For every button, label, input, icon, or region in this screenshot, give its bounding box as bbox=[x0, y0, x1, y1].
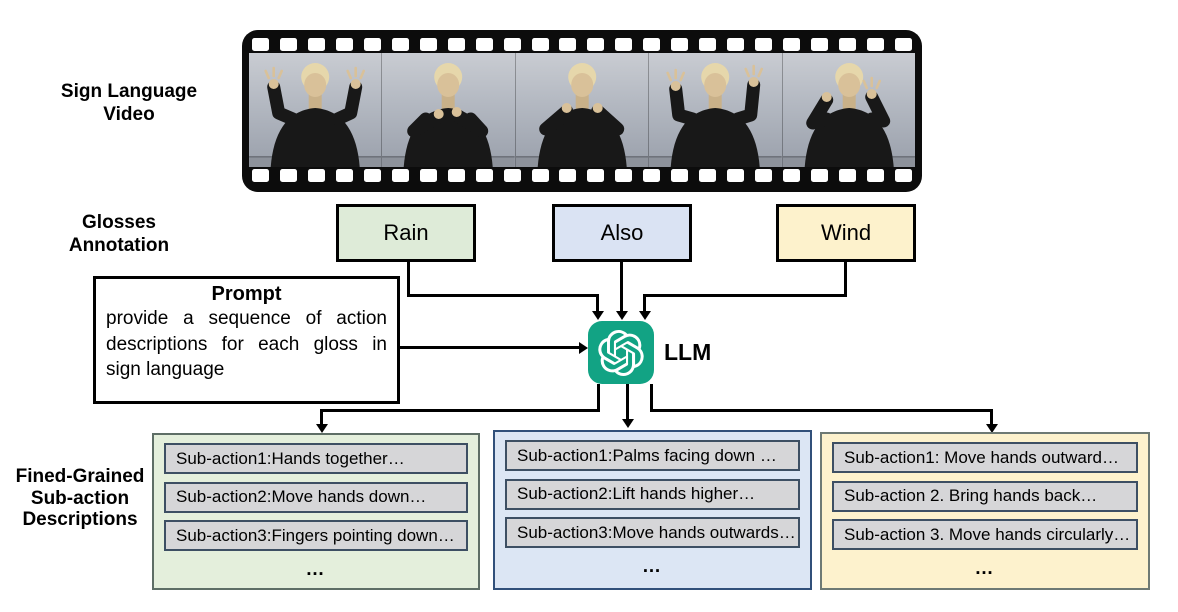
subaction-item: Sub-action 2. Bring hands back… bbox=[832, 480, 1138, 512]
connector-also-v bbox=[620, 262, 623, 312]
signer-frame bbox=[514, 53, 649, 167]
arrowhead-also bbox=[615, 311, 628, 320]
subaction-section-label: Fined-Grained Sub-action Descriptions bbox=[15, 466, 145, 530]
signer-frame bbox=[249, 53, 382, 167]
signer-frame bbox=[648, 53, 782, 167]
subactions-box-wind: Sub-action1: Move hands outward… Sub-act… bbox=[820, 432, 1150, 590]
arrowhead-out-right bbox=[985, 424, 998, 433]
connector-prompt-h bbox=[400, 346, 580, 349]
connector-out-mid-v bbox=[626, 384, 629, 420]
connector-out-right-h bbox=[650, 409, 993, 412]
ellipsis-more: … bbox=[642, 555, 663, 577]
arrowhead-rain bbox=[591, 311, 604, 320]
signer-frame bbox=[381, 53, 515, 167]
glosses-section-label: Glosses Annotation bbox=[68, 212, 170, 256]
arrowhead-prompt bbox=[579, 341, 588, 354]
subactions-box-also: Sub-action1:Palms facing down … Sub-acti… bbox=[493, 430, 812, 590]
subaction-item: Sub-action1:Palms facing down … bbox=[505, 440, 800, 471]
signer-frame bbox=[781, 53, 916, 167]
subaction-item: Sub-action 3. Move hands circularly… bbox=[832, 519, 1138, 550]
connector-out-left-v2 bbox=[320, 409, 323, 425]
subaction-item: Sub-action1:Hands together… bbox=[164, 443, 468, 474]
video-frames bbox=[249, 53, 916, 167]
connector-wind-v bbox=[844, 262, 847, 297]
connector-out-left-v1 bbox=[597, 384, 600, 412]
connector-wind-drop bbox=[643, 294, 646, 312]
subaction-item: Sub-action2:Lift hands higher… bbox=[505, 478, 800, 510]
film-sprockets-bottom bbox=[249, 168, 915, 183]
subaction-item: Sub-action2:Move hands down… bbox=[164, 481, 468, 513]
gloss-box-also: Also bbox=[552, 204, 692, 262]
ellipsis-more: … bbox=[974, 557, 996, 579]
subaction-item: Sub-action1: Move hands outward… bbox=[832, 442, 1138, 473]
connector-rain-h bbox=[407, 294, 599, 297]
connector-out-right-v2 bbox=[990, 409, 993, 425]
openai-logo-icon bbox=[588, 321, 654, 384]
subactions-box-rain: Sub-action1:Hands together… Sub-action2:… bbox=[152, 433, 480, 590]
connector-out-right-v1 bbox=[650, 384, 653, 412]
connector-rain-drop bbox=[596, 294, 599, 312]
film-sprockets-top bbox=[249, 37, 915, 52]
gloss-box-wind: Wind bbox=[776, 204, 916, 262]
llm-label: LLM bbox=[664, 339, 712, 365]
arrowhead-wind bbox=[638, 311, 651, 320]
prompt-body: provide a sequence of action description… bbox=[106, 308, 387, 380]
connector-out-left-h bbox=[320, 409, 600, 412]
film-strip bbox=[242, 30, 922, 192]
arrowhead-out-left bbox=[315, 424, 328, 433]
arrowhead-out-mid bbox=[621, 419, 634, 428]
prompt-box: Prompt provide a sequence of action desc… bbox=[93, 276, 400, 404]
gloss-box-rain: Rain bbox=[336, 204, 476, 262]
subaction-item: Sub-action3:Fingers pointing down… bbox=[164, 520, 468, 551]
connector-rain-v bbox=[407, 262, 410, 297]
connector-wind-h bbox=[643, 294, 847, 297]
ellipsis-more: … bbox=[305, 558, 327, 580]
prompt-title: Prompt bbox=[211, 283, 282, 305]
subaction-item: Sub-action3:Move hands outwards… bbox=[505, 517, 800, 548]
video-section-label: Sign Language Video bbox=[60, 81, 198, 125]
